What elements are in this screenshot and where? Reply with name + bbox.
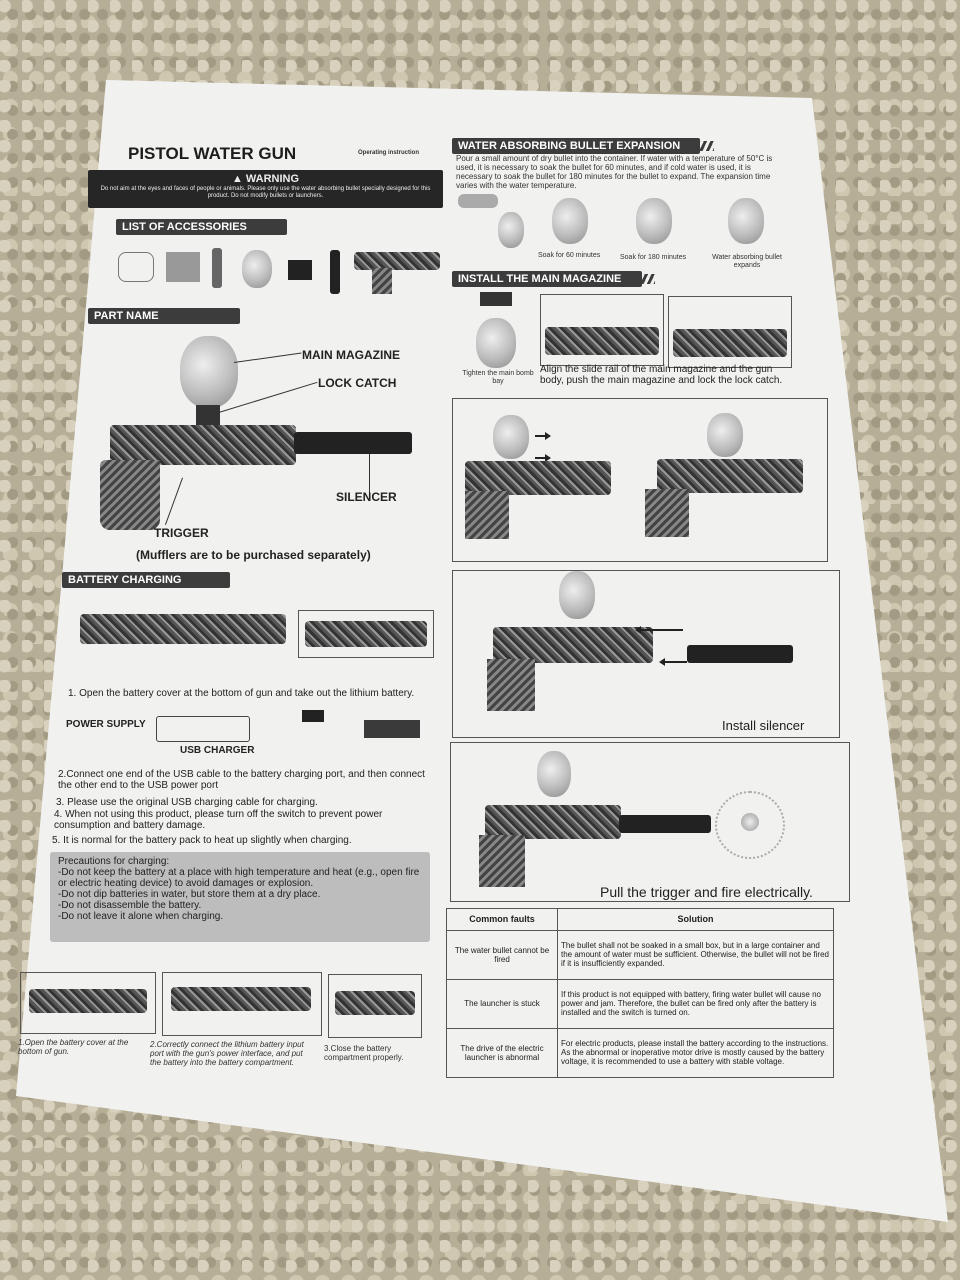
install-step-image-2 [668, 296, 792, 368]
faults-table: Common faults Solution The water bullet … [446, 908, 834, 1079]
faults-col-header: Common faults [446, 908, 558, 931]
battery-step-5: 5. It is normal for the battery pack to … [52, 835, 352, 846]
usb-charger-image [156, 716, 250, 742]
warning-box: ▲ WARNING Do not aim at the eyes and fac… [88, 170, 443, 208]
bomb-bay-magazine-image [476, 318, 516, 368]
install-heading: INSTALL THE MAIN MAGAZINE [452, 271, 656, 287]
battery-step-image-2 [162, 972, 322, 1036]
battery-step-4: 4. When not using this product, please t… [54, 809, 383, 831]
precautions-title: Precautions for charging: [58, 856, 170, 867]
label-trigger: TRIGGER [154, 526, 209, 540]
fault-cell: The water bullet cannot be fired [446, 929, 558, 980]
table-row: The drive of the electric launcher is ab… [446, 1027, 834, 1079]
container-180-image [636, 198, 672, 244]
precautions-box: Precautions for charging: -Do not keep t… [50, 852, 430, 942]
tighten-label: Tighten the main bomb bay [462, 370, 534, 385]
battery-caption-2: 2.Correctly connect the lithium battery … [150, 1040, 304, 1067]
precaution-3: -Do not disassemble the battery. [58, 900, 202, 911]
main-gun-grip [100, 460, 160, 530]
soak-60-label: Soak for 60 minutes [538, 252, 601, 259]
expands-label: Water absorbing bullet expands [712, 254, 782, 269]
page-subtitle: Operating instruction [358, 150, 420, 156]
container-60-image [552, 198, 588, 244]
battery-step-3: 3. Please use the original USB charging … [56, 797, 318, 808]
magazine-image [242, 250, 272, 288]
align-text: Align the slide rail of the main magazin… [540, 364, 783, 386]
page-title: PISTOL WATER GUN [128, 144, 297, 163]
solution-cell: If this product is not equipped with bat… [557, 978, 834, 1029]
precaution-1: -Do not keep the battery at a place with… [58, 867, 420, 889]
battery-gun-image [80, 614, 286, 644]
warning-icon: ▲ [231, 173, 243, 185]
power-supply-label: POWER SUPPLY [66, 719, 146, 730]
battery-caption-1: 1.Open the battery cover at the bottom o… [18, 1038, 129, 1056]
gun-grip-small [372, 268, 392, 294]
expansion-text: Pour a small amount of dry bullet into t… [456, 154, 773, 190]
soak-180-label: Soak for 180 minutes [620, 254, 687, 261]
fault-cell: The launcher is stuck [446, 978, 558, 1029]
warning-title: WARNING [245, 173, 300, 185]
install-step-image-1 [540, 294, 664, 366]
fire-box [450, 742, 850, 902]
solution-cell: The bullet shall not be soaked in a smal… [557, 929, 834, 980]
battery-image [212, 248, 222, 288]
install-silencer-label: Install silencer [722, 718, 805, 733]
fault-cell: The drive of the electric launcher is ab… [446, 1027, 558, 1079]
install-silencer-box [452, 570, 840, 738]
container-dry-image [498, 212, 524, 248]
label-silencer: SILENCER [336, 490, 397, 504]
main-silencer-image [294, 432, 412, 454]
warning-text: Do not aim at the eyes and faces of peop… [100, 186, 431, 199]
bullets-pack-image [166, 252, 200, 282]
label-main-magazine: MAIN MAGAZINE [302, 348, 400, 362]
leader-line [369, 454, 370, 494]
battery-connector-image [302, 710, 324, 722]
bomb-bay-cap-image [480, 292, 512, 306]
part-name-heading: PART NAME [88, 308, 240, 324]
goggles-image [288, 260, 312, 280]
muffler-note: (Mufflers are to be purchased separately… [136, 548, 371, 562]
insert-magazine-box [452, 398, 828, 562]
faults-table-wrap: Common faults Solution The water bullet … [446, 908, 834, 1079]
precaution-4: -Do not leave it alone when charging. [58, 911, 224, 922]
pull-trigger-label: Pull the trigger and fire electrically. [600, 884, 813, 900]
battery-step-1: 1. Open the battery cover at the bottom … [68, 688, 415, 699]
silencer-image [330, 250, 340, 294]
solution-cell: For electric products, please install th… [557, 1027, 834, 1079]
main-magazine-image [180, 336, 238, 408]
battery-step-image-1 [20, 972, 156, 1034]
accessories-heading: LIST OF ACCESSORIES [116, 219, 287, 235]
battery-step-image-3 [328, 974, 422, 1038]
solution-col-header: Solution [557, 908, 834, 931]
pouring-hand-image [458, 194, 498, 208]
table-row: The water bullet cannot be fired The bul… [446, 929, 834, 980]
lithium-battery-image [364, 720, 420, 738]
usb-cable-image [118, 252, 154, 282]
precaution-2: -Do not dip batteries in water, but stor… [58, 889, 321, 900]
table-row: The launcher is stuck If this product is… [446, 978, 834, 1029]
battery-heading: BATTERY CHARGING [62, 572, 230, 588]
battery-detail-box [298, 610, 434, 658]
container-expanded-image [728, 198, 764, 244]
lock-catch-image [196, 405, 220, 427]
battery-step-2: 2.Connect one end of the USB cable to th… [58, 769, 425, 791]
label-lock-catch: LOCK CATCH [318, 376, 397, 390]
warning-heading: ▲ WARNING [88, 173, 443, 185]
main-gun-body [110, 425, 296, 465]
battery-caption-3: 3.Close the battery compartment properly… [324, 1044, 404, 1062]
gun-image-small [354, 252, 440, 270]
usb-charger-label: USB CHARGER [180, 745, 255, 756]
expansion-heading: WATER ABSORBING BULLET EXPANSION [452, 138, 715, 154]
